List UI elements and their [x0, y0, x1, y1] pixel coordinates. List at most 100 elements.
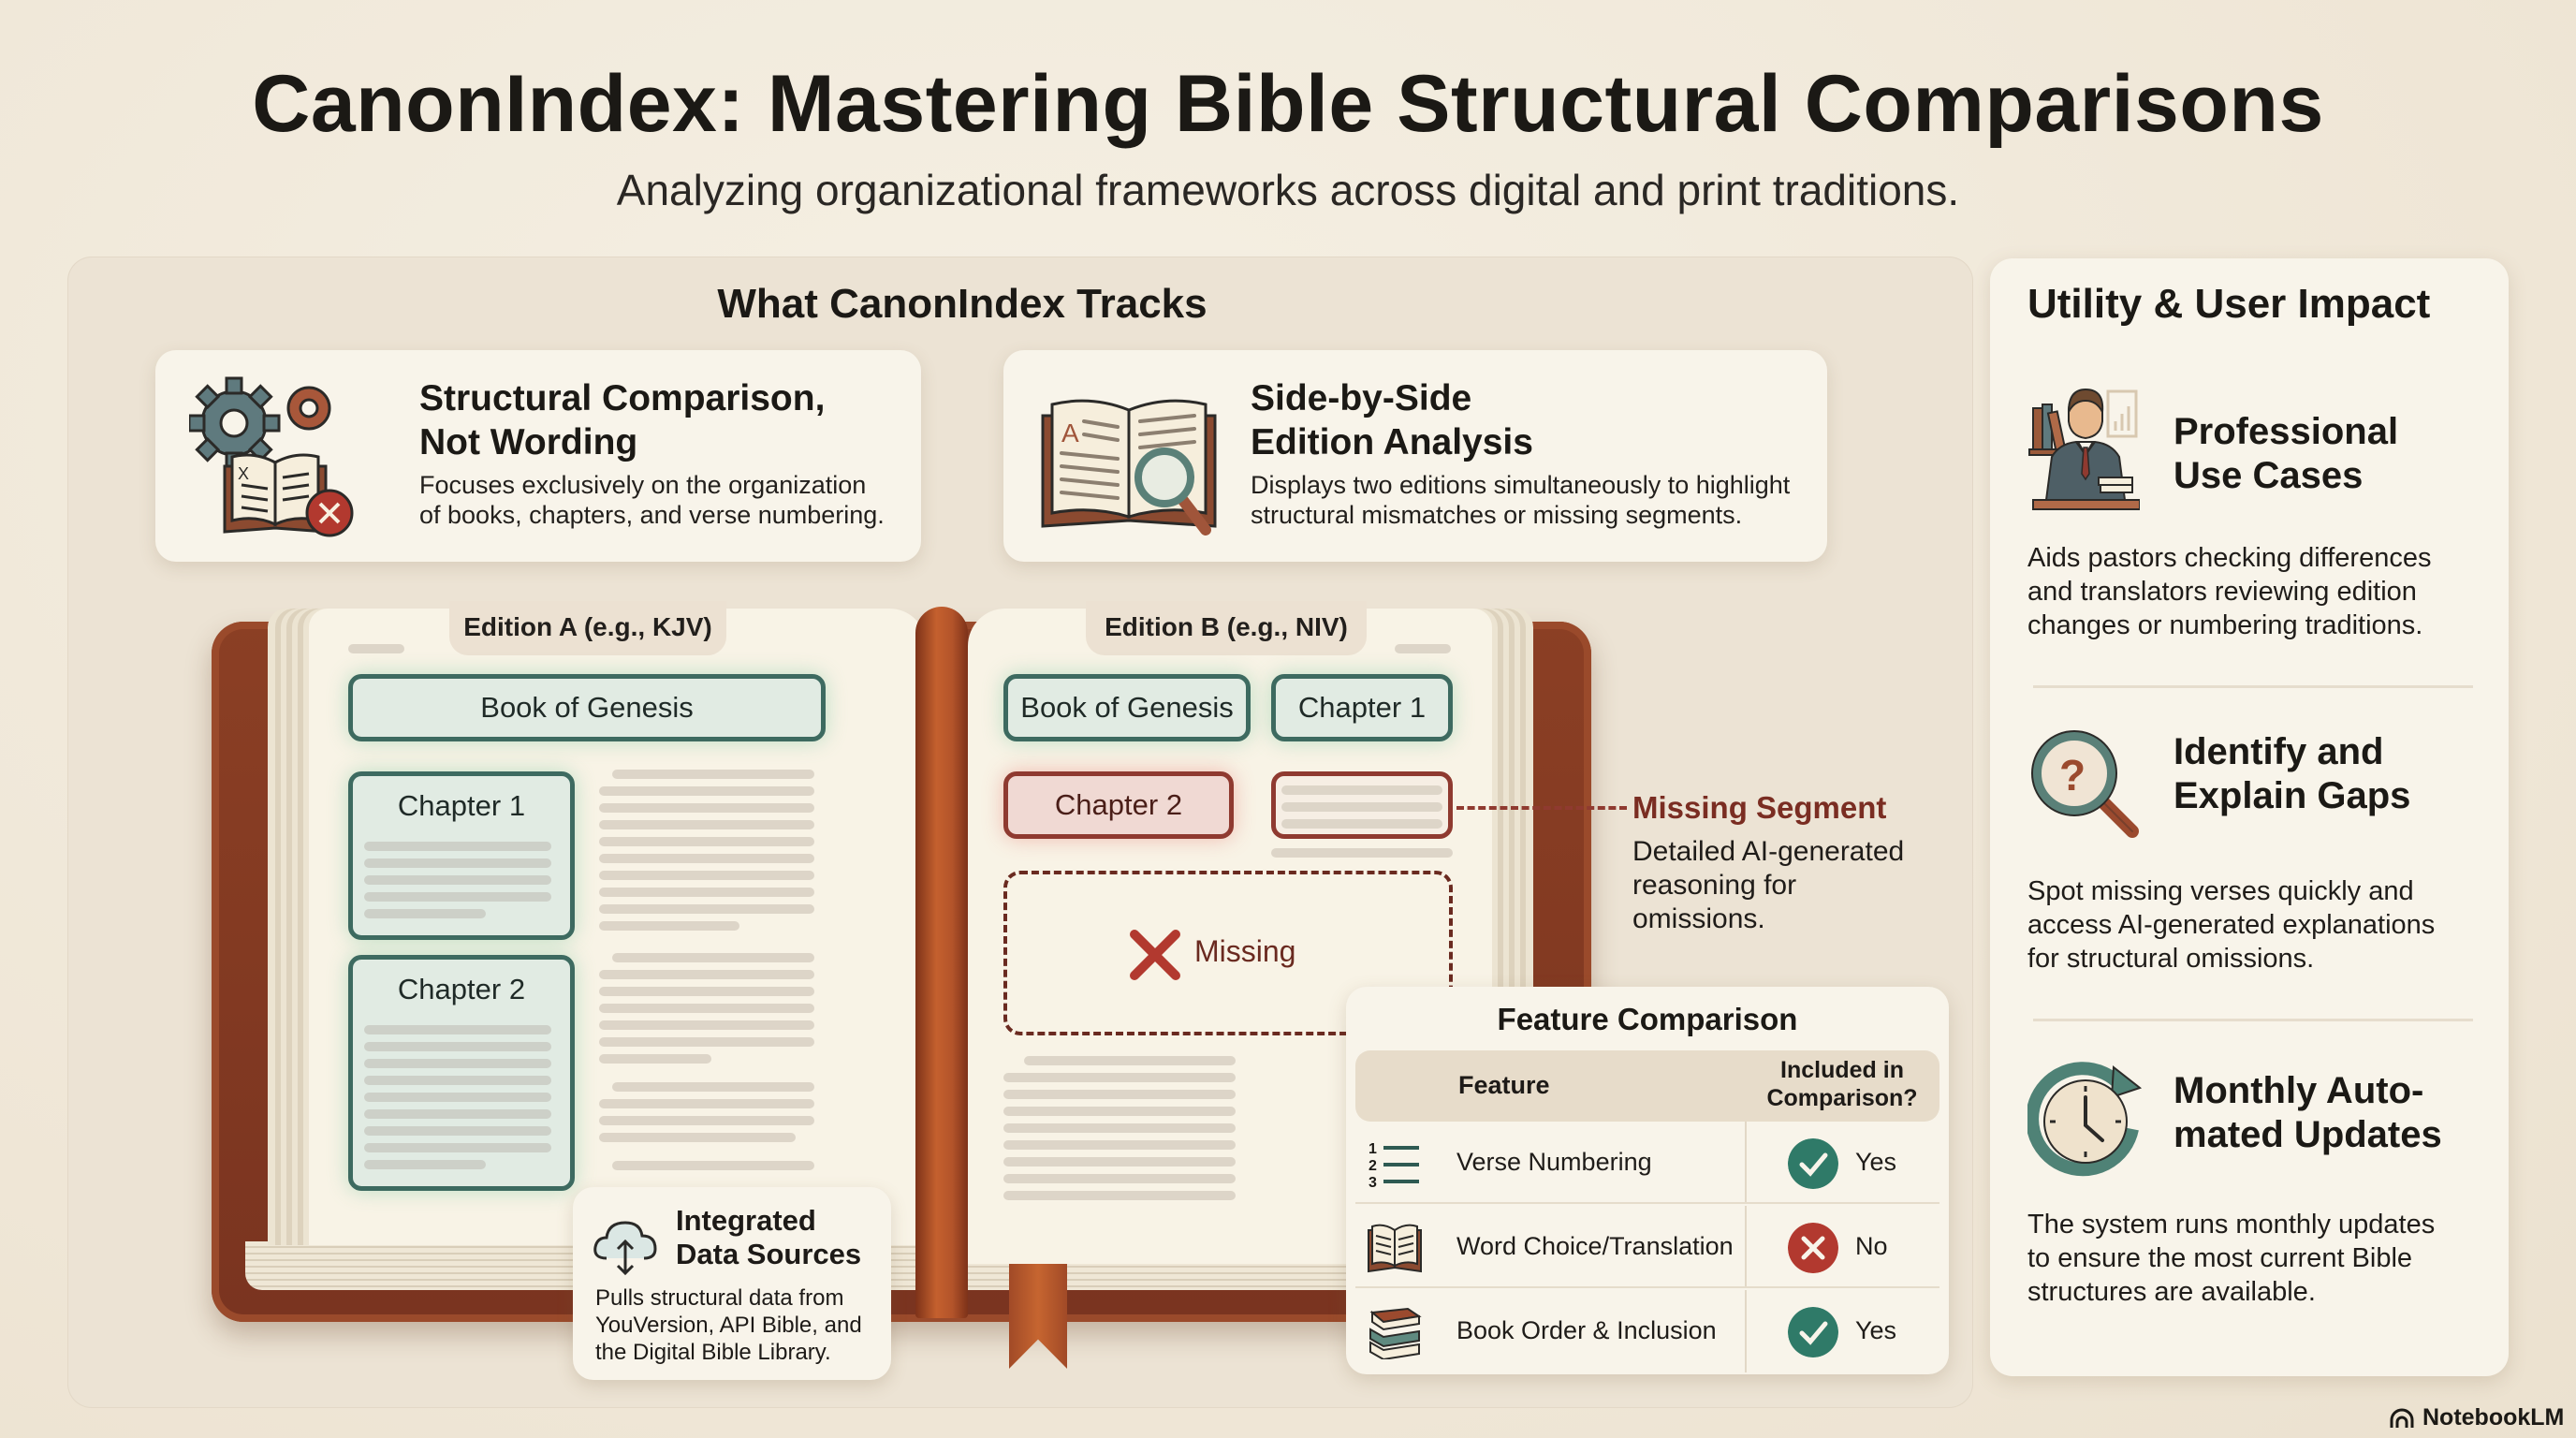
column-divider — [1745, 1290, 1747, 1372]
text-line — [1281, 802, 1442, 812]
title-line: Monthly Auto- — [2174, 1070, 2424, 1111]
svg-text:3: 3 — [1368, 1175, 1377, 1191]
feature-comparison-table: Feature Comparison Feature Included in C… — [1346, 987, 1949, 1374]
text-line — [599, 871, 814, 880]
svg-text:1: 1 — [1368, 1141, 1377, 1157]
desc-line: The system runs monthly updates — [2027, 1210, 2436, 1240]
utility-item-title: Professional Use Cases — [2174, 410, 2398, 498]
utility-panel: Utility & User Impact Professional Use C… — [1990, 258, 2509, 1376]
svg-text:?: ? — [2059, 751, 2086, 800]
title-line: Edition Analysis — [1251, 422, 1533, 462]
missing-label: Missing — [1194, 934, 1296, 968]
svg-text:2: 2 — [1368, 1158, 1377, 1174]
table-header: Feature Included in Comparison? — [1355, 1050, 1939, 1122]
feature-card-side-by-side: A Side-by-Side Edition Analysis Displays… — [1003, 350, 1827, 562]
text-line — [364, 1025, 551, 1034]
book-magnifier-icon: A — [1041, 399, 1217, 536]
missing-segment-box[interactable]: Missing — [1003, 871, 1453, 1035]
text-line — [1003, 1073, 1236, 1082]
notebooklm-logo-icon — [2390, 1408, 2414, 1428]
text-line — [599, 970, 814, 979]
gears-book-icon: X — [189, 376, 354, 537]
page-title: CanonIndex: Mastering Bible Structural C… — [252, 59, 2324, 149]
missing-segment-title: Missing Segment — [1632, 790, 1887, 825]
utility-item-desc: Aids pastors checking differences and tr… — [2027, 541, 2496, 642]
edition-b-mismatch-box[interactable] — [1271, 771, 1453, 839]
numbered-list-icon: 1 2 3 — [1368, 1141, 1419, 1191]
header-line: Comparison? — [1766, 1085, 1918, 1111]
utility-item-desc: Spot missing verses quickly and access A… — [2027, 874, 2496, 976]
edition-a-label: Edition A (e.g., KJV) — [449, 601, 726, 655]
text-line — [364, 1076, 551, 1085]
watermark-label: NotebookLM — [2422, 1404, 2565, 1431]
title-line: Data Sources — [676, 1238, 862, 1270]
text-line — [364, 1126, 551, 1136]
edition-b-label: Edition B (e.g., NIV) — [1086, 601, 1367, 655]
edition-b-chapter-1-box[interactable]: Chapter 1 — [1271, 674, 1453, 741]
text-line — [1395, 644, 1451, 653]
included-value: No — [1855, 1232, 1888, 1260]
main-panel-title: What CanonIndex Tracks — [717, 281, 1208, 327]
text-line — [1003, 1107, 1236, 1116]
desc-line: of books, chapters, and verse numbering. — [419, 501, 885, 529]
text-line — [599, 1054, 711, 1064]
column-header-feature: Feature — [1458, 1071, 1550, 1099]
edition-a-chapter-1-box[interactable]: Chapter 1 — [348, 771, 575, 940]
edition-a-chapter-2-box[interactable]: Chapter 2 — [348, 955, 575, 1191]
notebooklm-watermark: NotebookLM — [2389, 1404, 2564, 1431]
desc-line: Detailed AI-generated — [1632, 836, 1905, 867]
desc-line: YouVersion, API Bible, and — [595, 1313, 862, 1338]
text-line — [599, 987, 814, 996]
desc-line: the Digital Bible Library. — [595, 1340, 831, 1365]
open-book-icon — [1368, 1224, 1422, 1273]
text-line — [599, 1133, 796, 1142]
desc-line: to ensure the most current Bible — [2027, 1243, 2413, 1273]
header-line: Included in — [1780, 1057, 1904, 1083]
chapter-label: Chapter 2 — [397, 973, 526, 1005]
desc-line: structural mismatches or missing segment… — [1251, 501, 1743, 529]
professional-person-icon — [2028, 388, 2140, 510]
text-line — [1003, 1191, 1236, 1200]
table-row: 1 2 3 Verse Numbering Yes — [1355, 1122, 1939, 1204]
text-line — [364, 858, 551, 868]
text-line — [599, 837, 814, 846]
text-line — [364, 1059, 551, 1068]
check-icon — [1788, 1138, 1838, 1189]
edition-b-chapter-2-box[interactable]: Chapter 2 — [1003, 771, 1234, 839]
desc-line: and translators reviewing edition — [2027, 577, 2417, 607]
desc-line: for structural omissions. — [2027, 944, 2315, 974]
text-line — [599, 1004, 814, 1013]
text-line — [1024, 1056, 1236, 1065]
page-subtitle: Analyzing organizational frameworks acro… — [616, 166, 1960, 214]
missing-x-icon — [1130, 930, 1180, 980]
text-line — [612, 1082, 814, 1092]
cross-icon — [1788, 1223, 1838, 1273]
svg-text:A: A — [1061, 418, 1079, 448]
text-line — [364, 875, 551, 885]
text-line — [612, 1161, 814, 1170]
data-sources-desc: Pulls structural data from YouVersion, A… — [595, 1284, 862, 1366]
desc-line: omissions. — [1632, 903, 1765, 934]
text-line — [599, 1037, 814, 1047]
included-value: Yes — [1855, 1316, 1897, 1344]
feature-card-title: Side-by-Side Edition Analysis — [1251, 376, 1533, 464]
chapter-label: Chapter 1 — [397, 789, 526, 822]
text-line — [364, 1109, 551, 1119]
text-line — [599, 820, 814, 829]
title-line: Integrated — [676, 1204, 816, 1237]
feature-card-structural: X Structural Comparison, Not Wording Foc… — [155, 350, 921, 562]
text-line — [599, 1116, 814, 1125]
feature-card-title: Structural Comparison, Not Wording — [419, 376, 825, 464]
edition-b-book-box[interactable]: Book of Genesis — [1003, 674, 1251, 741]
column-divider — [1745, 1206, 1747, 1286]
edition-a-book-box[interactable]: Book of Genesis — [348, 674, 826, 741]
text-line — [1003, 1123, 1236, 1133]
text-line — [1281, 785, 1442, 795]
text-line — [364, 842, 551, 851]
text-line — [599, 888, 814, 897]
text-line — [599, 803, 814, 813]
feature-name: Verse Numbering — [1456, 1148, 1652, 1176]
feature-card-desc: Displays two editions simultaneously to … — [1251, 470, 1790, 530]
column-header-included: Included in Comparison? — [1749, 1056, 1936, 1112]
text-line — [1003, 1140, 1236, 1150]
